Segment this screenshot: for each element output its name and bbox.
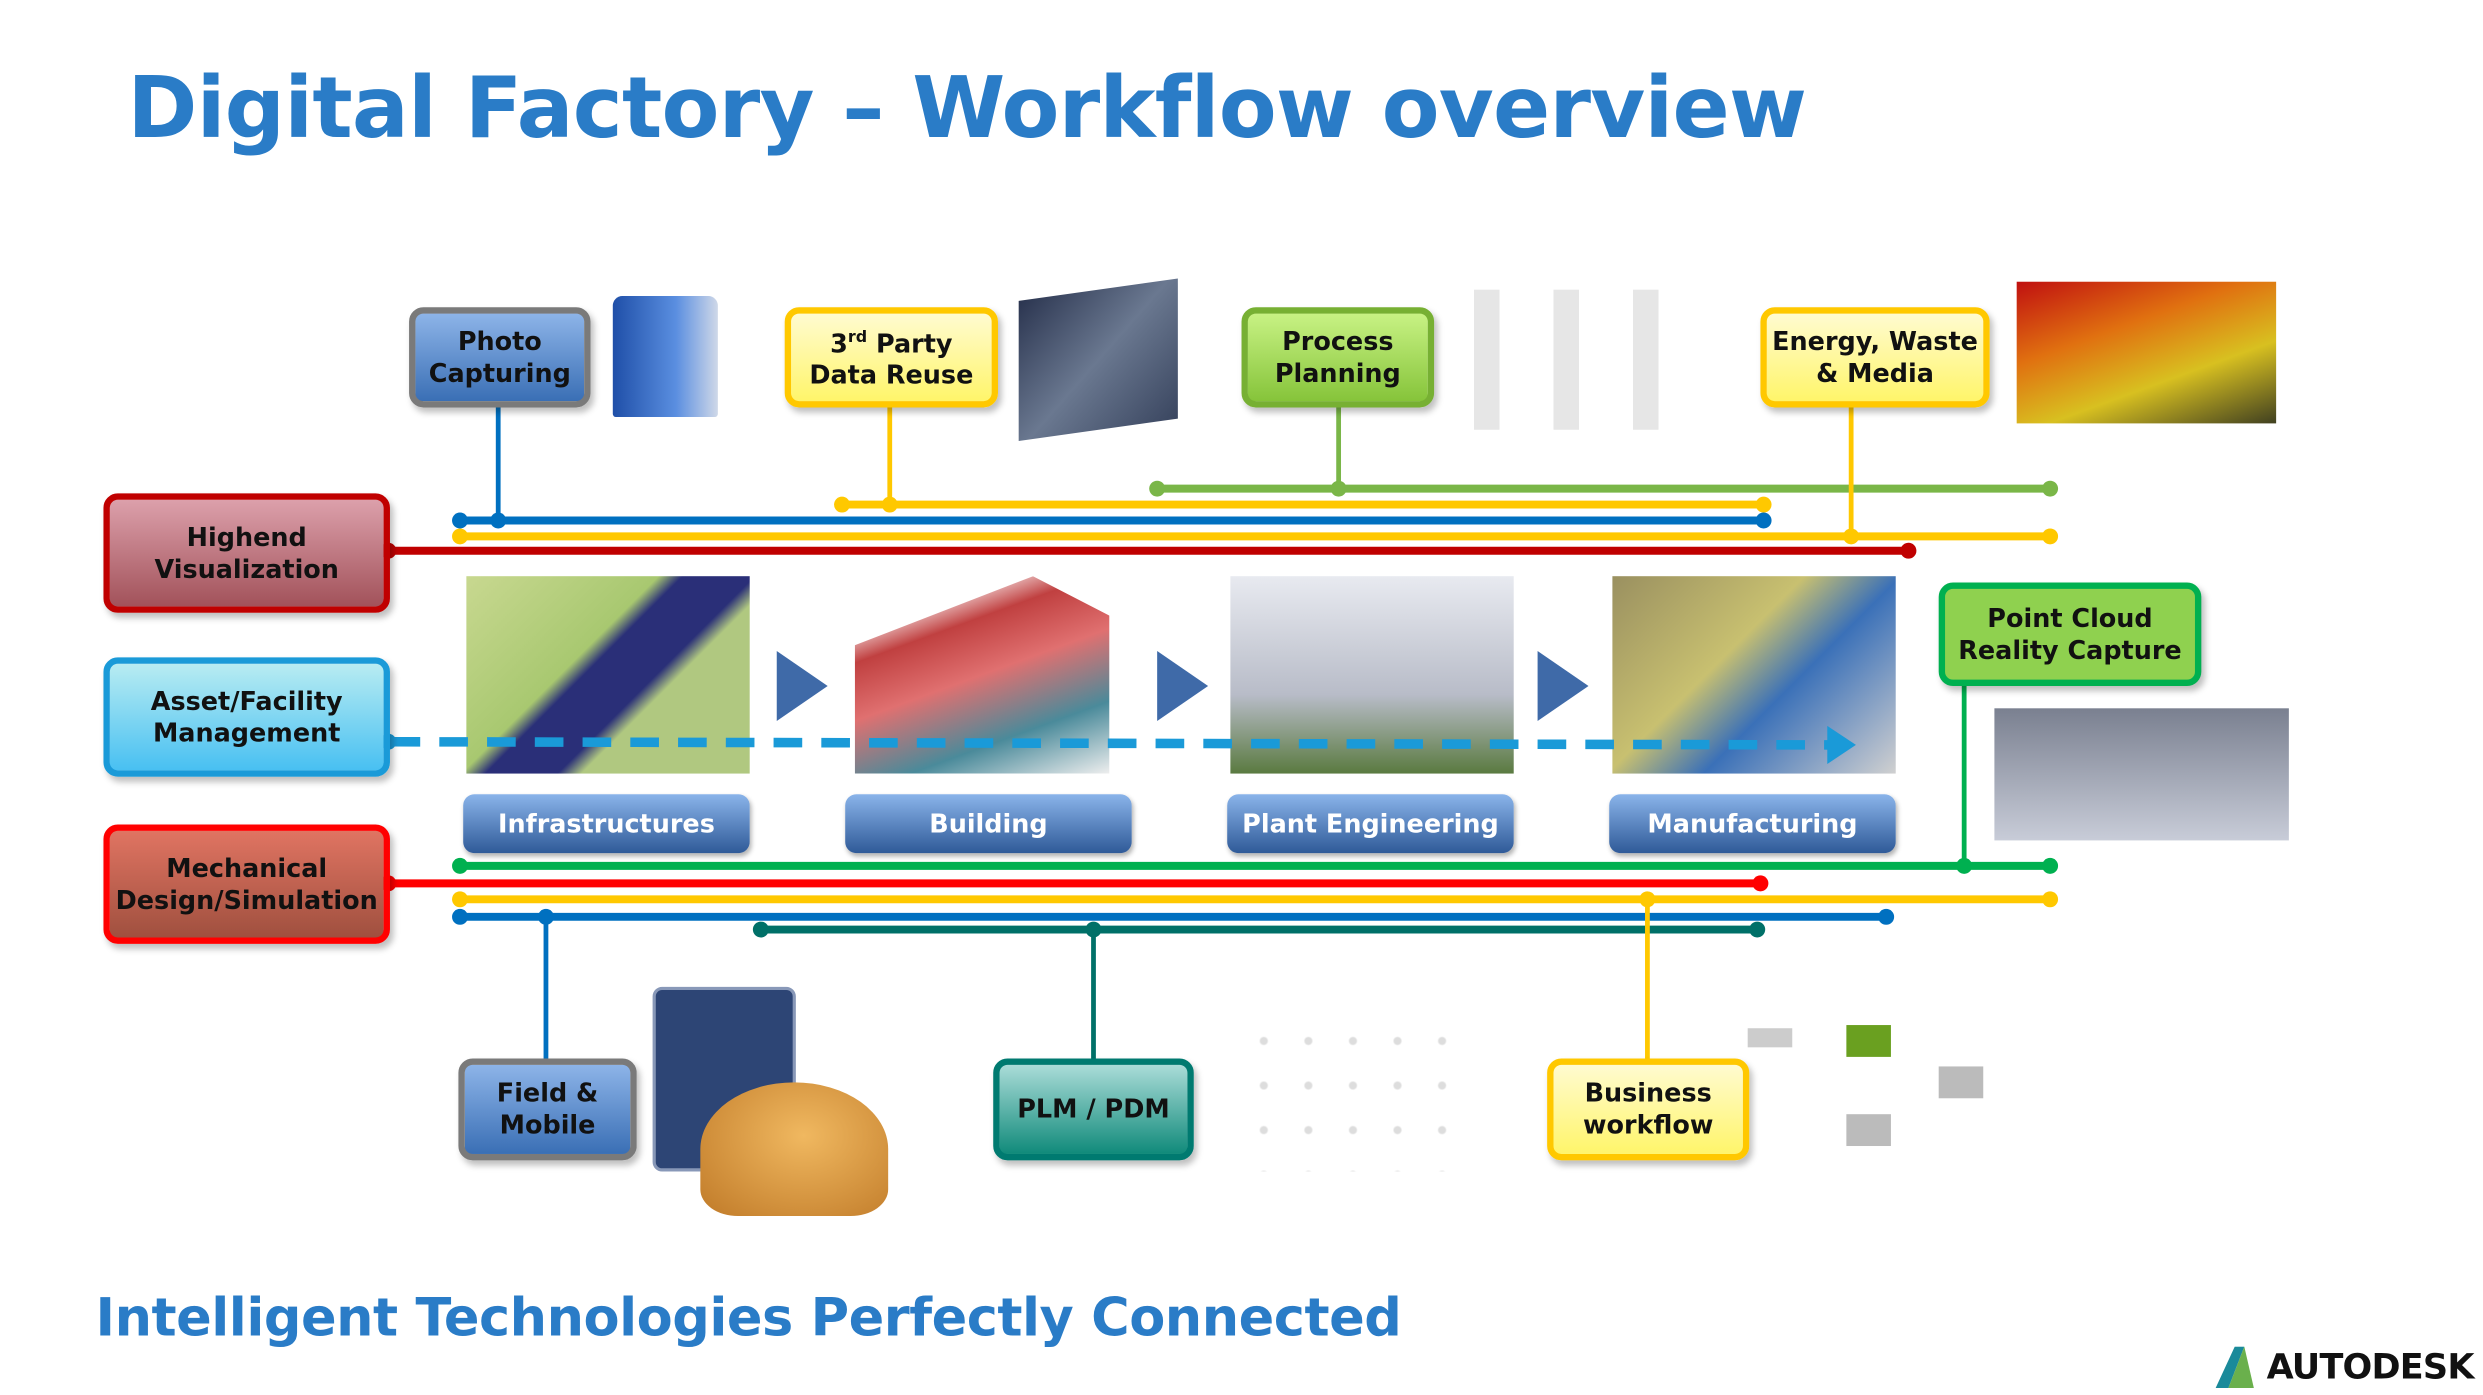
box-label: Process [1282, 325, 1394, 356]
category-building[interactable]: Building [845, 794, 1132, 854]
box-label: Reality Capture [1958, 634, 2182, 665]
hardhat-image [700, 1082, 889, 1217]
arrow-right-icon [776, 651, 828, 722]
page-title: Digital Factory – Workflow overview [127, 60, 1807, 158]
autodesk-logo: AUTODESK [2212, 1346, 2475, 1388]
box-label: 3 [830, 328, 848, 359]
point-cloud-image [1994, 708, 2289, 841]
box-label: Design/Simulation [115, 884, 378, 915]
box-label: Business [1584, 1077, 1712, 1108]
arrow-head-icon [1827, 725, 1856, 765]
box-label: Management [152, 717, 341, 748]
business-diagram-image [1747, 986, 2028, 1186]
box-label-sup: rd [847, 329, 868, 347]
energy-waste-media-box[interactable]: Energy, Waste& Media [1760, 307, 1990, 408]
box-label: Field & [496, 1077, 599, 1108]
network-diagram-image [1241, 1018, 1465, 1172]
box-label: Capturing [428, 357, 571, 388]
box-label: Visualization [154, 553, 339, 584]
brand-name: AUTODESK [2266, 1347, 2475, 1388]
plm-pdm-box[interactable]: PLM / PDM [993, 1058, 1194, 1161]
energy-heatmap-image [2016, 281, 2277, 424]
laser-scanner-image [612, 296, 718, 418]
box-label: PLM / PDM [1017, 1093, 1170, 1124]
box-label: Planning [1274, 357, 1401, 388]
box-label: Point Cloud [1987, 602, 2153, 633]
box-label: Mobile [499, 1109, 596, 1140]
category-infrastructures[interactable]: Infrastructures [463, 794, 750, 854]
tagline: Intelligent Technologies Perfectly Conne… [95, 1286, 1402, 1349]
arrow-right-icon [1157, 651, 1209, 722]
box-label: Photo [457, 325, 542, 356]
field-mobile-box[interactable]: Field &Mobile [458, 1058, 637, 1161]
box-label: workflow [1582, 1109, 1714, 1140]
box-label: & Media [1816, 357, 1934, 388]
box-label: Data Reuse [809, 359, 974, 391]
autodesk-a-icon [2215, 1346, 2254, 1388]
arrow-right-icon [1537, 651, 1589, 722]
process-flow-image [1461, 289, 1700, 430]
box-label: Mechanical [166, 852, 328, 883]
box-label: Highend [186, 521, 307, 552]
category-plant-engineering[interactable]: Plant Engineering [1227, 794, 1514, 854]
box-label: Energy, Waste [1772, 325, 1978, 356]
category-manufacturing[interactable]: Manufacturing [1609, 794, 1896, 854]
box-label: Asset/Facility [150, 685, 343, 716]
box-label: Party [867, 328, 953, 359]
